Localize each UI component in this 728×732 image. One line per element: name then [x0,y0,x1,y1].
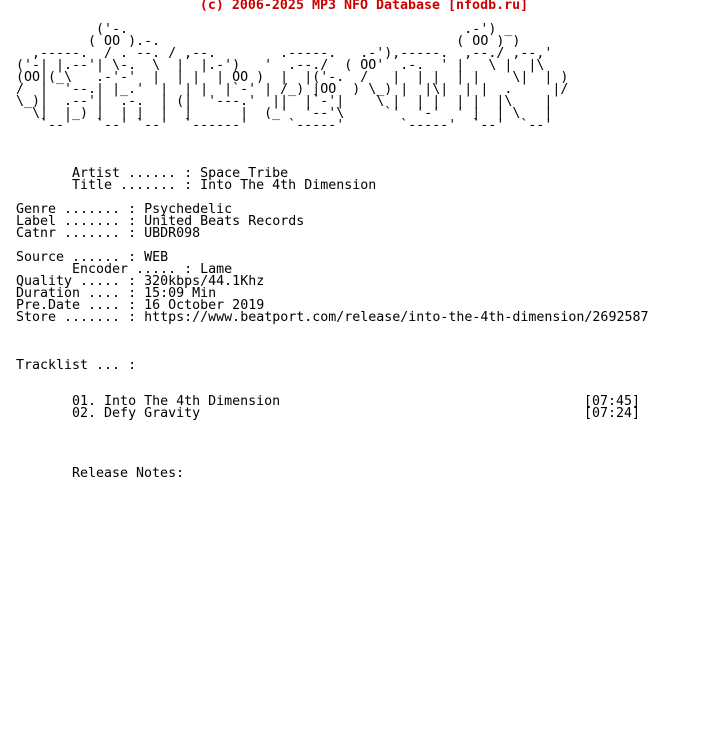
genre-label: Genre ....... [16,202,121,217]
artist-sep: : [184,166,193,181]
store-link[interactable]: https://www.beatport.com/release/into-th… [144,310,649,325]
encoder-value: Lame [200,262,233,277]
title-sep: : [184,178,193,193]
release-notes-heading: Release Notes: [72,466,185,481]
store-sep: : [128,310,137,325]
quality-label: Quality ..... [16,274,121,289]
artist-value: Space Tribe [200,166,289,181]
duration-row: Duration .... : 15:09 Min [16,286,217,301]
catnr-sep: : [128,226,137,241]
duration-label: Duration .... [16,286,121,301]
artist-label: Artist ...... [72,166,177,181]
track-title: Defy Gravity [104,406,201,421]
label-sep: : [128,214,137,229]
tracklist-heading: Tracklist ... : [16,358,137,373]
predate-label: Pre.Date .... [16,298,121,313]
track-title: Into The 4th Dimension [104,394,281,409]
track-duration: [07:24] [584,406,641,421]
store-row: Store ....... : https://www.beatport.com… [16,310,649,325]
title-value: Into The 4th Dimension [200,178,377,193]
source-value: WEB [144,250,169,265]
quality-row: Quality ..... : 320kbps/44.1Khz [16,274,265,289]
artist-row: Artist ...... : Space Tribe [72,166,289,181]
predate-value: 16 October 2019 [144,298,265,313]
duration-sep: : [128,286,137,301]
encoder-row: Encoder ..... : Lame [72,262,233,277]
label-label: Label ....... [16,214,121,229]
quality-value: 320kbps/44.1Khz [144,274,265,289]
genre-row: Genre ....... : Psychedelic [16,202,233,217]
source-label: Source ...... [16,250,121,265]
duration-value: 15:09 Min [144,286,217,301]
genre-value: Psychedelic [144,202,233,217]
track-number: 02. [72,406,97,421]
catnr-value: UBDR098 [144,226,201,241]
predate-row: Pre.Date .... : 16 October 2019 [16,298,265,313]
encoder-label: Encoder ..... [72,262,177,277]
track-row: 02. Defy Gravity [07:24] [72,406,642,421]
track-number: 01. [72,394,97,409]
ascii-art-logo: ('-. .-') _ ( OO ).-. ( OO ) ) ,-----. /… [16,22,569,133]
title-label: Title ....... [72,178,177,193]
label-value: United Beats Records [144,214,305,229]
predate-sep: : [128,298,137,313]
track-row: 01. Into The 4th Dimension [07:45] [72,394,642,409]
genre-sep: : [128,202,137,217]
source-sep: : [128,250,137,265]
catnr-row: Catnr ....... : UBDR098 [16,226,201,241]
encoder-sep: : [184,262,193,277]
source-row: Source ...... : WEB [16,250,169,265]
label-row: Label ....... : United Beats Records [16,214,305,229]
track-duration: [07:45] [584,394,641,409]
store-label: Store ....... [16,310,121,325]
title-row: Title ....... : Into The 4th Dimension [72,178,377,193]
catnr-label: Catnr ....... [16,226,121,241]
quality-sep: : [128,274,137,289]
site-header: (c) 2006-2025 MP3 NFO Database [nfodb.ru… [199,0,529,13]
